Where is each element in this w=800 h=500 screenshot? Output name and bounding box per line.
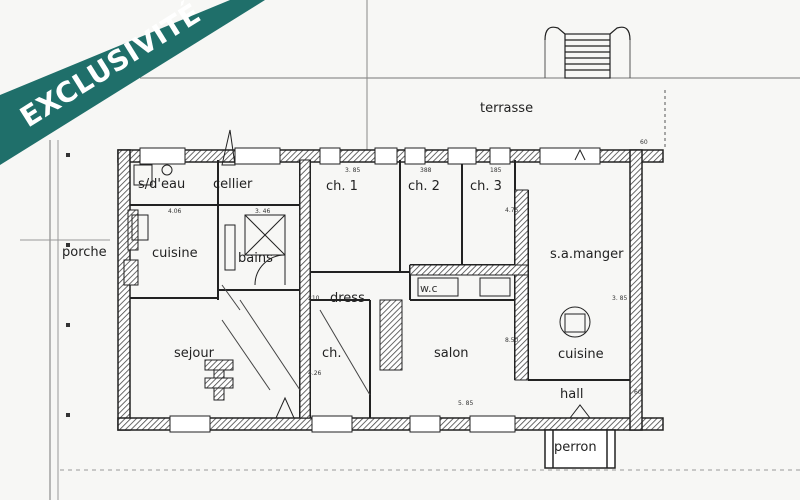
room-label-terrasse: terrasse (480, 101, 533, 116)
dimension-label: 388 (420, 167, 432, 174)
room-label-cuisine-right: cuisine (558, 347, 604, 362)
room-label-porche: porche (62, 245, 107, 260)
room-label-salle-d-eau: s/d'eau (138, 177, 185, 192)
site-lines (20, 0, 800, 500)
dimension-label: 60 (640, 139, 648, 146)
dimension-label: 3. 85 (345, 167, 360, 174)
room-label-cellier: cellier (213, 177, 253, 192)
dimension-label: 185 (490, 167, 502, 174)
facade-markers (66, 153, 70, 417)
dimension-label: 8.50 (505, 337, 519, 344)
banner-text: EXCLUSIVITÉ (14, 0, 207, 134)
room-label-salle-a-manger: s.a.manger (550, 247, 624, 262)
room-label-dress: dress (330, 291, 365, 306)
section-hatching (221, 284, 371, 396)
room-label-perron: perron (554, 440, 597, 455)
dimension-label: 210 (308, 295, 320, 302)
dimension-label: 3. 46 (255, 208, 270, 215)
exclusivite-banner: EXCLUSIVITÉ (0, 0, 265, 165)
room-label-ch3: ch. 3 (470, 179, 502, 194)
room-label-bains: bains (238, 251, 273, 266)
room-label-ch: ch. (322, 346, 342, 361)
room-label-salon: salon (434, 346, 469, 361)
room-label-ch1: ch. 1 (326, 179, 358, 194)
room-label-cuisine-left: cuisine (152, 246, 198, 261)
dimension-label: 3. 85 (612, 295, 627, 302)
dimension-label: 4.75 (505, 207, 519, 214)
exterior-stairs (544, 26, 631, 79)
fixtures (131, 129, 591, 419)
dimension-label: 4.06 (168, 208, 182, 215)
dimension-label: 60 (634, 389, 642, 396)
banner-ribbon (0, 0, 265, 165)
dimension-label: 5. 85 (458, 400, 473, 407)
perron-steps (544, 429, 616, 469)
room-label-ch2: ch. 2 (408, 179, 440, 194)
room-label-wc: w.c (420, 282, 438, 295)
room-label-hall: hall (560, 387, 583, 402)
wall-piers (123, 159, 529, 419)
room-labels: terrasse s/d'eau cellier ch. 1 ch. 2 ch.… (62, 101, 624, 455)
windows (139, 147, 601, 433)
room-label-sejour: sejour (174, 346, 215, 361)
dimension-labels: 3. 85 388 185 4.06 3. 46 4.75 3. 85 5. 8… (168, 139, 648, 407)
dimension-label: 4.26 (308, 370, 322, 377)
